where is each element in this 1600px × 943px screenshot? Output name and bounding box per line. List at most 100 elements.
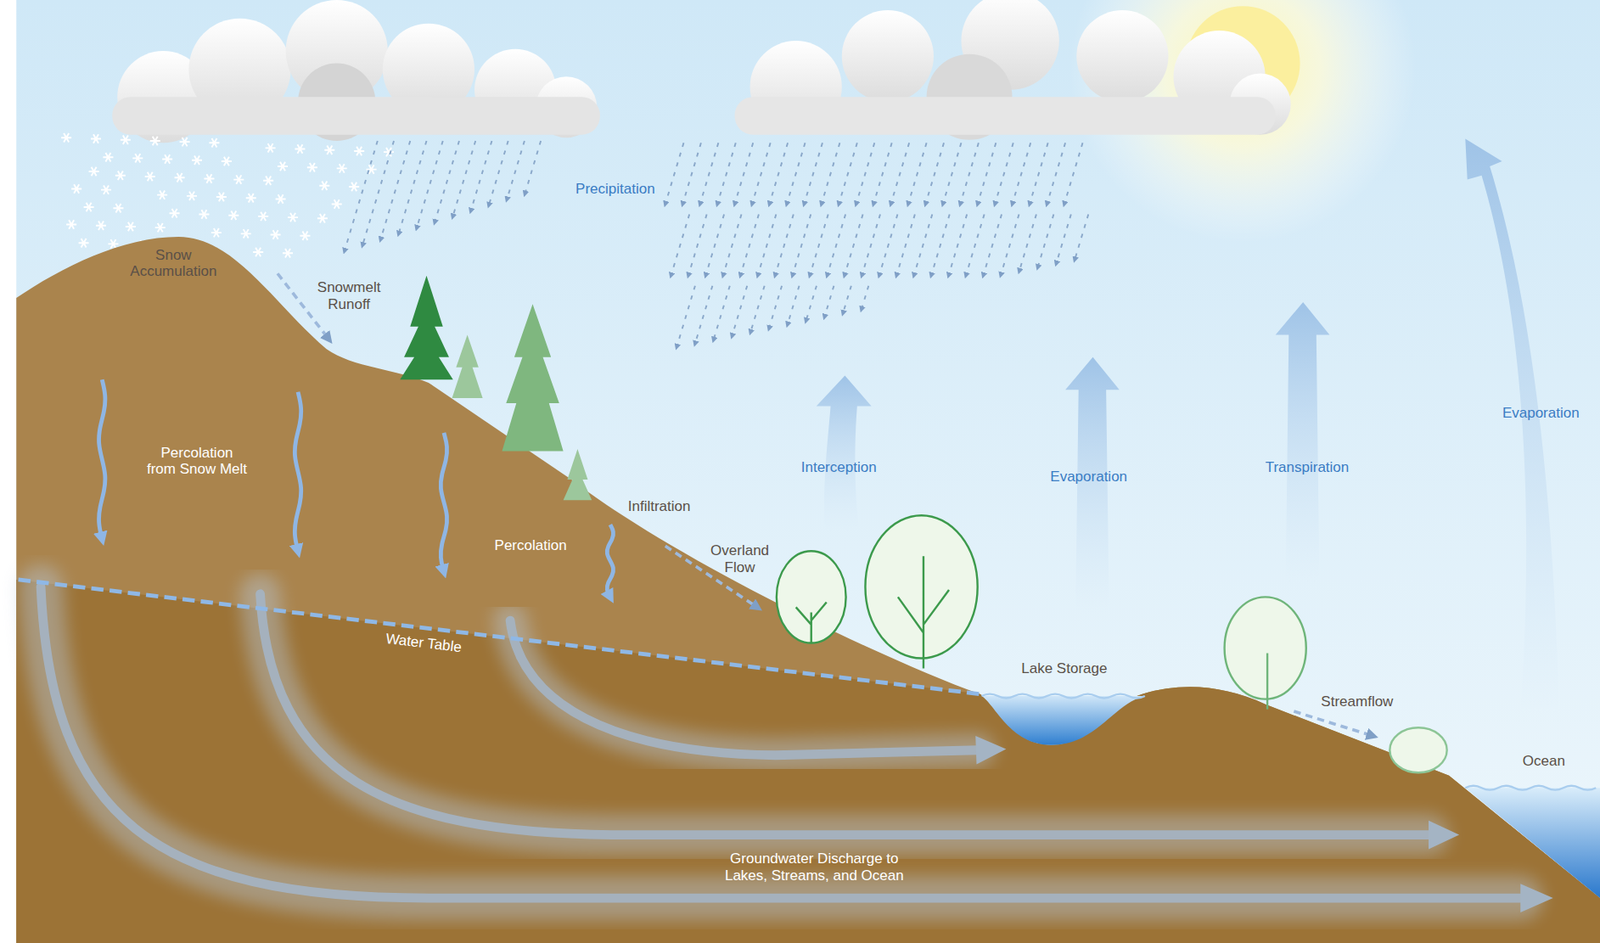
rain-streaks <box>879 214 899 276</box>
rain-streaks <box>344 140 1089 348</box>
snowflakes <box>102 152 113 162</box>
snowflakes <box>228 210 239 219</box>
snowflakes <box>162 154 173 163</box>
snowflakes <box>252 247 264 257</box>
groundwater-flow <box>260 594 1429 836</box>
process-label: Lake Storage <box>1003 660 1126 678</box>
snowflakes <box>211 228 222 237</box>
rain-streaks <box>1064 142 1084 204</box>
rain-streaks <box>1055 214 1071 264</box>
rain-streaks <box>471 140 493 212</box>
snowflakes <box>186 191 197 201</box>
flow-arrow <box>1293 711 1373 736</box>
ground <box>16 236 1600 943</box>
rain-streaks <box>842 286 852 314</box>
process-label: Groundwater Discharge to Lakes, Streams,… <box>689 850 940 884</box>
rain-streaks <box>873 142 893 204</box>
conifer-tree <box>452 334 483 399</box>
snowflakes <box>71 184 82 193</box>
water-surface <box>981 694 1596 791</box>
snowflakes <box>221 157 232 166</box>
cloud <box>735 96 1276 135</box>
conifer-tree <box>399 275 592 501</box>
snowflakes <box>265 143 276 152</box>
snowflakes <box>89 167 100 176</box>
rain-streaks <box>896 214 916 276</box>
snowflakes <box>241 229 252 238</box>
rain-streaks <box>676 286 696 348</box>
process-label: Interception <box>777 459 900 477</box>
process-label: Snow Accumulation <box>112 247 235 281</box>
snowflakes <box>216 192 227 202</box>
cloud <box>112 0 601 143</box>
snowflakes <box>145 172 156 181</box>
vapour-arrow <box>816 139 1560 715</box>
snowflakes <box>287 213 298 222</box>
flow-arrow <box>277 273 1373 736</box>
process-label: Transpiration <box>1240 459 1374 477</box>
snowflakes <box>90 134 102 143</box>
rain-streaks <box>792 214 812 276</box>
conifer-tree <box>563 449 593 500</box>
snowflakes <box>263 176 274 186</box>
ocean <box>1465 787 1600 899</box>
rain-streaks <box>700 142 719 204</box>
rain-streaks <box>914 214 933 276</box>
snowflakes <box>294 144 305 153</box>
rain-streaks <box>1038 214 1055 269</box>
rain-streaks <box>861 214 881 276</box>
groundwater-flow <box>260 594 1429 836</box>
rain-streaks <box>362 140 394 246</box>
rain-streaks <box>960 142 979 204</box>
rain-streaks <box>1012 142 1032 204</box>
snowflakes <box>277 162 288 171</box>
rain-streaks <box>809 214 829 276</box>
process-label: Streamflow <box>1301 693 1414 711</box>
rain-streaks <box>705 214 725 276</box>
rain-streaks <box>688 214 708 276</box>
rain-streaks <box>757 214 777 276</box>
groundwater-flow <box>40 586 1521 899</box>
snowflakes <box>107 239 118 248</box>
rain-streaks <box>925 142 944 204</box>
snowflakes <box>353 146 365 156</box>
snowflakes <box>191 156 203 165</box>
vapour-arrow <box>1465 139 1560 715</box>
snowflakes <box>319 181 330 191</box>
conifer-tree <box>501 303 563 451</box>
frame-edge <box>0 0 17 943</box>
rain-streaks <box>1074 214 1089 261</box>
snowflakes <box>66 219 77 229</box>
rain-streaks <box>682 142 702 204</box>
rain-streaks <box>735 142 754 204</box>
groundwater-flow <box>975 735 1006 765</box>
rain-streaks <box>344 140 378 252</box>
deciduous-tree <box>1389 727 1447 773</box>
snowflakes <box>208 138 219 147</box>
process-label: Overland Flow <box>693 542 786 576</box>
rain-streaks <box>861 286 869 310</box>
ground <box>16 236 1600 943</box>
rain-streaks <box>1029 142 1049 204</box>
cloud <box>1076 10 1168 102</box>
rain-streaks <box>931 214 950 276</box>
rain-streaks <box>965 214 985 276</box>
snowflakes <box>198 209 209 219</box>
cloud <box>735 0 1292 141</box>
cloud <box>112 96 601 135</box>
rain-streaks <box>452 140 476 217</box>
rain-streaks <box>723 214 742 276</box>
rain-streaks <box>524 140 541 195</box>
rain-streaks <box>803 142 823 204</box>
snowflakes <box>61 133 394 258</box>
groundwater-flow <box>40 586 1521 899</box>
lake <box>981 696 1145 746</box>
rain-streaks <box>774 214 794 276</box>
rain-streaks <box>994 142 1014 204</box>
snowflakes <box>270 230 281 239</box>
rain-streaks <box>769 142 788 204</box>
process-label: Ocean <box>1508 752 1580 770</box>
snowflakes <box>331 199 343 208</box>
snowflakes <box>307 162 318 172</box>
snowflakes <box>155 223 166 232</box>
